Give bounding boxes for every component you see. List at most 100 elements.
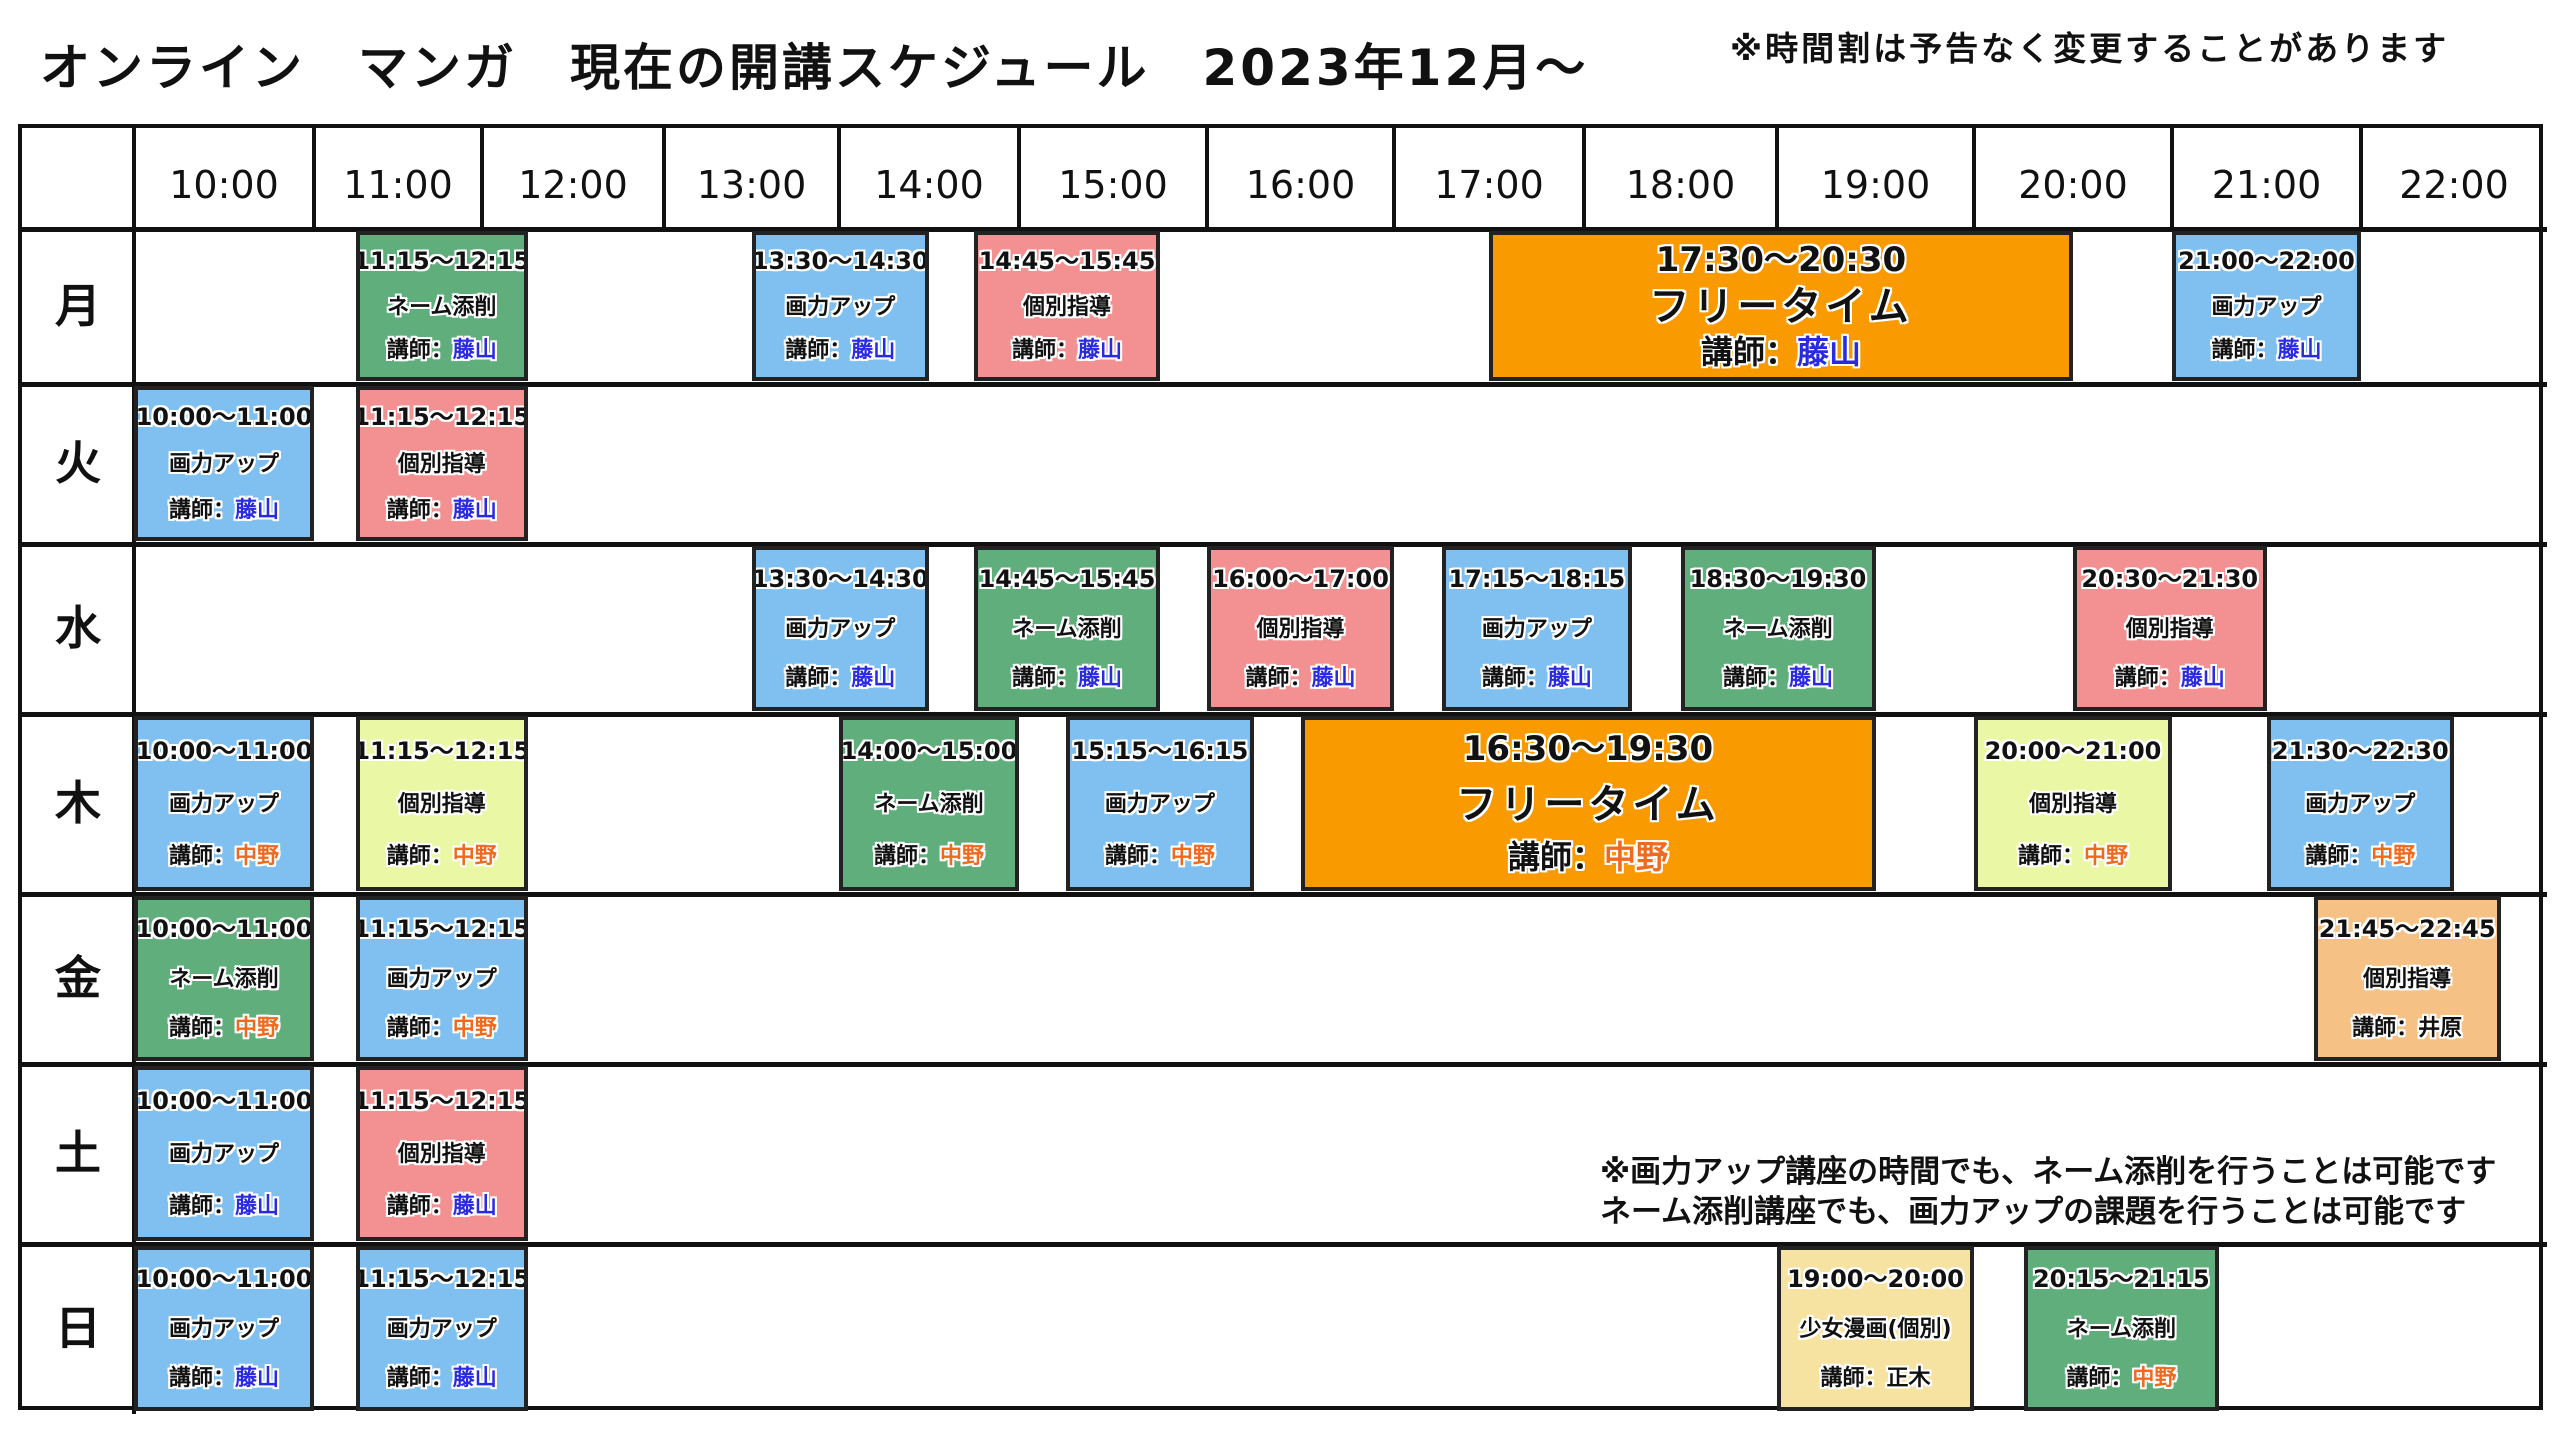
header-column-divider [1582, 128, 1586, 229]
instructor-name: 藤山 [452, 338, 497, 364]
class-name: ネーム添削 [1012, 617, 1122, 642]
instructor-name: 藤山 [851, 338, 896, 364]
instructor-prefix: 講師： [1104, 844, 1171, 870]
instructor-name: 中野 [1604, 838, 1669, 877]
instructor-name: 藤山 [452, 497, 497, 523]
instructor-prefix: 講師： [785, 665, 852, 691]
instructor-prefix: 講師： [1722, 665, 1789, 691]
class-name: 個別指導 [1022, 294, 1111, 320]
row-divider [22, 1242, 2547, 1247]
hour-label: 21:00 [2211, 163, 2322, 207]
header-column-divider [662, 128, 666, 229]
row-divider [22, 892, 2547, 897]
instructor-prefix: 講師： [168, 844, 235, 870]
class-instructor: 講師：中野 [2305, 845, 2415, 868]
class-name: 個別指導 [397, 791, 486, 817]
class-time: 15:15〜16:15 [1071, 736, 1249, 765]
class-name: 個別指導 [397, 451, 486, 477]
class-instructor: 講師：藤山 [169, 1195, 279, 1218]
instructor-name: 中野 [940, 844, 985, 870]
instructor-prefix: 講師： [1011, 665, 1078, 691]
class-time: 13:30〜14:30 [751, 247, 929, 276]
instructor-prefix: 講師： [2114, 665, 2181, 691]
schedule-change-notice: ※時間割は予告なく変更することがあります [1730, 29, 2450, 68]
day-label: 火 [55, 436, 101, 490]
class-time: 11:15〜12:15 [356, 247, 528, 276]
row-divider [22, 382, 2547, 387]
class-instructor: 講師：中野 [2066, 1367, 2176, 1390]
class-name: 個別指導 [2125, 617, 2214, 642]
header-column-divider [2170, 128, 2174, 229]
instructor-name: 藤山 [452, 1365, 497, 1391]
class-time: 20:30〜21:30 [2081, 564, 2259, 593]
instructor-name: 藤山 [235, 1194, 280, 1220]
day-label: 日 [55, 1301, 101, 1355]
instructor-name: 藤山 [1797, 332, 1862, 371]
class-name: 画力アップ [168, 1317, 279, 1342]
day-label: 木 [55, 776, 101, 830]
class-name: 個別指導 [2363, 967, 2452, 992]
class-block[interactable]: 20:30〜21:30 個別指導講師：藤山 [2073, 546, 2267, 711]
instructor-name: 中野 [2371, 844, 2416, 870]
instructor-prefix: 講師： [168, 497, 235, 523]
instructor-prefix: 講師： [386, 497, 453, 523]
instructor-name: 中野 [2132, 1365, 2177, 1391]
instructor-name: 中野 [452, 844, 497, 870]
header-column-divider [312, 128, 316, 229]
class-time: 10:00〜11:00 [135, 403, 313, 432]
class-time: 14:00〜15:00 [840, 736, 1018, 765]
class-name: 画力アップ [2211, 294, 2322, 320]
day-label: 月 [55, 278, 101, 333]
instructor-prefix: 講師： [168, 1015, 235, 1041]
row-divider [22, 227, 2547, 232]
instructor-prefix: 講師： [2352, 1015, 2419, 1041]
instructor-prefix: 講師： [1820, 1365, 1887, 1391]
class-time: 21:00〜22:00 [2178, 247, 2355, 276]
class-name: ネーム添削 [2066, 1317, 2177, 1342]
class-name: 画力アップ [168, 1141, 279, 1167]
instructor-name: 中野 [452, 1015, 497, 1041]
instructor-prefix: 講師： [386, 1194, 453, 1220]
day-label: 水 [55, 601, 101, 655]
class-instructor: 講師：中野 [1508, 841, 1668, 875]
class-instructor: 講師：藤山 [1482, 667, 1592, 690]
class-block[interactable]: 21:00〜22:00 画力アップ講師：藤山 [2172, 231, 2361, 381]
instructor-name: 藤山 [1311, 665, 1356, 691]
instructor-prefix: 講師： [2305, 844, 2372, 870]
class-instructor: 講師：藤山 [2211, 339, 2321, 362]
class-name: 画力アップ [1104, 791, 1215, 817]
class-instructor: 講師：藤山 [2115, 667, 2225, 690]
class-name: ネーム添削 [1723, 617, 1833, 642]
instructor-prefix: 講師： [2066, 1365, 2133, 1391]
class-instructor: 講師：藤山 [1012, 667, 1122, 690]
class-name: 画力アップ [168, 451, 279, 477]
